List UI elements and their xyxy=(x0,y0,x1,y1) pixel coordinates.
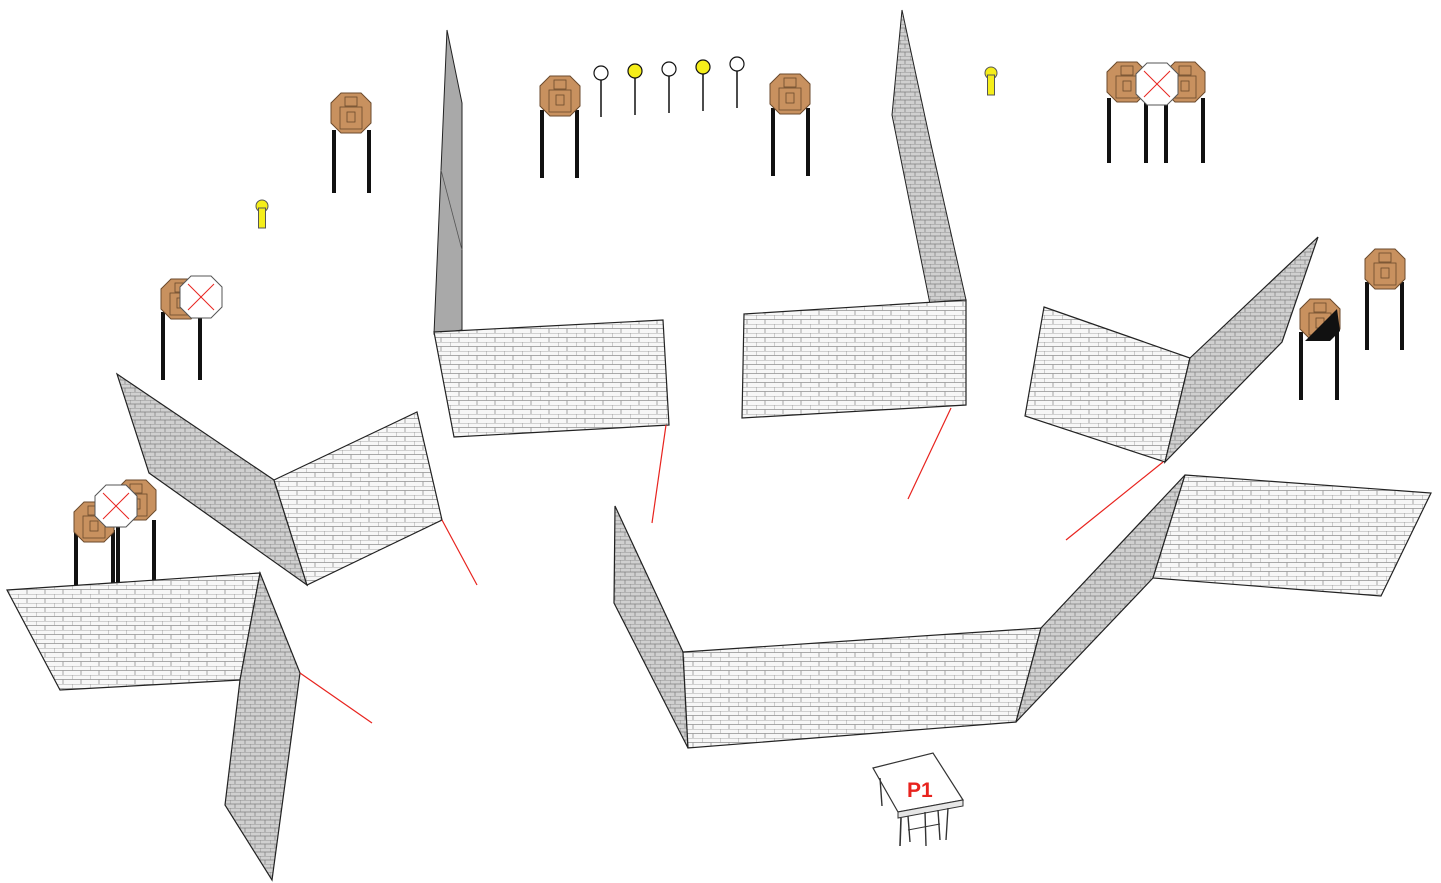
brick-wall-left-v xyxy=(115,372,443,587)
brick-wall-lower-left xyxy=(6,570,301,882)
steel-plate-icon xyxy=(729,56,745,72)
brick-wall-icon xyxy=(224,570,301,882)
brick-wall-icon xyxy=(1024,306,1191,463)
steel-popper-icon xyxy=(984,66,998,96)
brick-wall-icon xyxy=(6,572,261,691)
fault-line-icon xyxy=(299,672,373,724)
brick-wall-bottom xyxy=(613,474,1432,749)
paper-target-icon xyxy=(1364,248,1406,290)
steel-plate-icon xyxy=(661,61,677,77)
fault-lines xyxy=(299,407,1164,724)
brick-wall-icon xyxy=(741,299,967,419)
paper-target-array-4 xyxy=(539,75,581,178)
paper-target-icon xyxy=(539,75,581,117)
brick-wall-icon xyxy=(433,319,670,438)
brick-wall-top-right xyxy=(741,9,967,419)
steel-plate-rack xyxy=(593,56,745,117)
paper-target-array-5 xyxy=(769,73,811,176)
start-position-label: P1 xyxy=(907,779,933,802)
brick-wall-icon xyxy=(433,29,463,335)
no-shoot-target-icon xyxy=(94,484,138,528)
steel-plate-icon xyxy=(627,63,643,79)
brick-wall-top-left xyxy=(433,29,670,438)
no-shoot-target-icon xyxy=(179,275,223,319)
brick-wall-icon xyxy=(891,9,967,305)
paper-target-array-7 xyxy=(1364,248,1406,350)
steel-plate-icon xyxy=(593,65,609,81)
start-table: P1 xyxy=(872,752,964,847)
brick-wall-right-v xyxy=(1024,236,1319,464)
steel-popper-icon xyxy=(255,199,269,229)
brick-wall-icon xyxy=(682,627,1042,749)
no-shoot-target-icon xyxy=(1135,62,1179,106)
brick-wall-icon xyxy=(273,411,443,586)
fault-line-icon xyxy=(441,519,478,586)
brick-wall-icon xyxy=(613,505,689,749)
fault-line-icon xyxy=(651,424,667,524)
paper-target-array-3 xyxy=(73,479,157,585)
paper-target-icon xyxy=(769,73,811,115)
brick-wall-icon xyxy=(1163,236,1319,464)
steel-plate-icon xyxy=(695,59,711,75)
fault-line-icon xyxy=(907,407,952,500)
paper-target-array-6 xyxy=(1106,61,1206,163)
fault-line-icon xyxy=(1065,461,1164,541)
brick-wall-icon xyxy=(1152,474,1432,597)
paper-target-array-2 xyxy=(160,275,223,380)
paper-target-array-1 xyxy=(330,92,372,193)
paper-target-array-8 xyxy=(1299,298,1341,400)
paper-target-icon xyxy=(330,92,372,134)
hard-cover-icon xyxy=(1305,309,1340,341)
